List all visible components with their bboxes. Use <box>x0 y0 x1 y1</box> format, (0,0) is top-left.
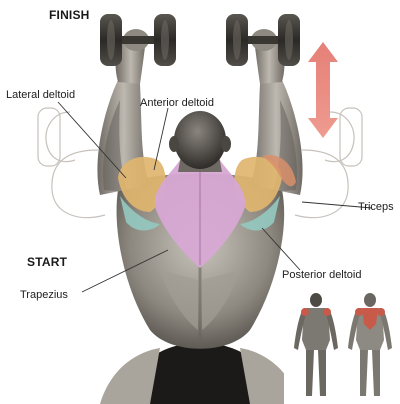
left-dumbbell <box>100 14 176 66</box>
left-lateral-deltoid <box>118 156 166 212</box>
double-headed-vertical-arrow-icon <box>308 42 338 138</box>
right-posterior-deltoid <box>240 196 280 231</box>
front-back-anatomy-figures <box>294 293 392 396</box>
right-lateral-deltoid <box>234 156 282 212</box>
posterior-deltoid-label: Posterior deltoid <box>282 269 362 281</box>
lateral-deltoid-label: Lateral deltoid <box>6 89 76 101</box>
head <box>174 111 226 169</box>
anatomy-inset <box>284 290 400 404</box>
label-leader-lines <box>57 101 373 293</box>
start-label: START <box>27 255 68 269</box>
seat <box>120 342 282 404</box>
anterior-deltoid-label: Anterior deltoid <box>140 97 214 109</box>
left-posterior-deltoid <box>120 196 160 231</box>
right-dumbbell <box>226 14 300 66</box>
back-anatomy-figure <box>348 293 392 396</box>
trapezius-label: Trapezius <box>20 289 68 301</box>
front-anatomy-figure <box>294 293 338 396</box>
finish-label: FINISH <box>49 8 90 22</box>
start-position-outline <box>37 107 363 219</box>
triceps-label: Triceps <box>358 201 394 213</box>
right-anterior-deltoid <box>262 155 296 187</box>
